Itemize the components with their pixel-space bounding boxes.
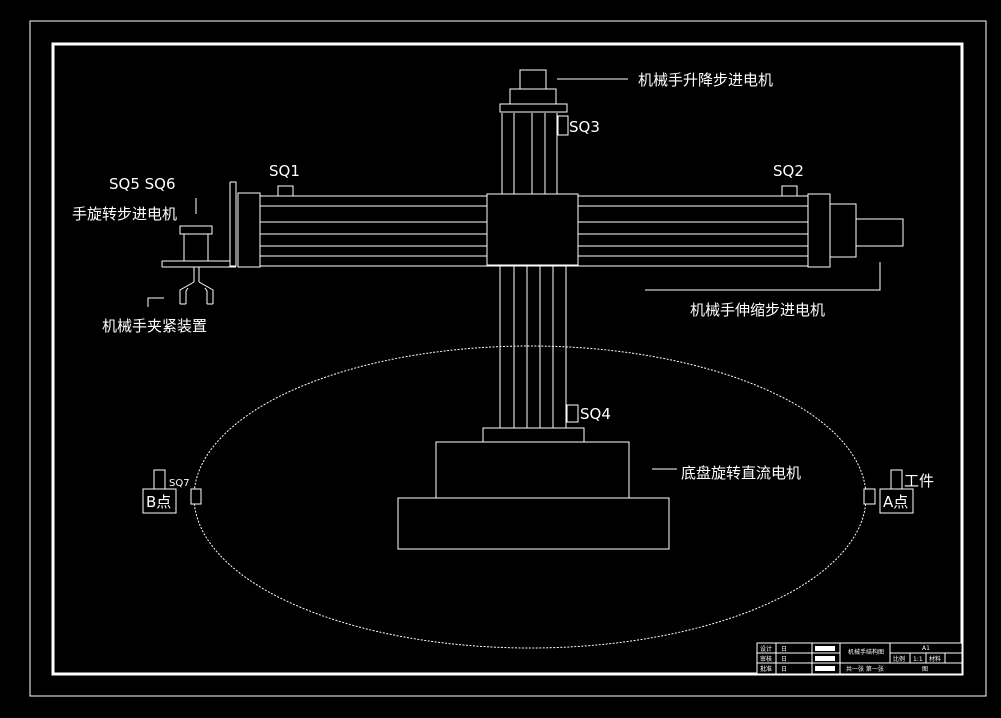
central-hub (486, 193, 579, 266)
tb-r1c2: 日 (781, 646, 787, 653)
vertical-column-upper (501, 113, 558, 194)
label-extend-motor: 机械手伸缩步进电机 (690, 301, 825, 319)
vertical-column-lower (499, 265, 567, 428)
point-b-marker (153, 469, 166, 490)
rotate-motor-cap (179, 225, 213, 235)
gripper-leader (147, 297, 164, 307)
label-sq7: SQ7 (169, 478, 190, 489)
sq1-switch (277, 185, 294, 197)
right-end-block (807, 193, 831, 268)
label-sq1: SQ1 (269, 162, 300, 180)
lift-motor-plate (499, 103, 568, 113)
point-a-box (879, 488, 914, 514)
tb-drawing-name: 机械手结构图 (848, 648, 884, 656)
tb-r3c1: 批准 (760, 665, 772, 673)
tb-r2c1: 审核 (760, 655, 772, 663)
tb-bottom: 图 (922, 666, 928, 673)
left-end-bracket (229, 181, 237, 267)
tb-scale: 1:1 (913, 656, 923, 663)
inner-border (51, 42, 964, 676)
sq4-switch (566, 404, 579, 423)
sq7-switch (190, 488, 202, 505)
tb-r2c2: 日 (781, 656, 787, 663)
label-base-motor: 底盘旋转直流电机 (681, 464, 801, 482)
gripper-claw (179, 267, 214, 305)
label-sq2: SQ2 (773, 162, 804, 180)
point-a-switch (863, 488, 876, 505)
tb-count: 共一张 第一张 (846, 665, 884, 673)
label-point-b: B点 (146, 493, 171, 511)
label-rotate-motor: 手旋转步进电机 (72, 205, 177, 223)
base-platform (397, 497, 670, 550)
column-flange (482, 427, 585, 443)
tb-r3c2: 日 (781, 666, 787, 673)
tb-r1c1: 设计 (760, 645, 772, 653)
workpiece-marker (890, 469, 903, 490)
outer-border (29, 20, 987, 697)
label-sq3: SQ3 (569, 118, 600, 136)
label-point-a: A点 (883, 493, 908, 511)
label-workpiece: 工件 (904, 472, 934, 490)
lift-motor (519, 69, 547, 90)
tb-material-label: 材料 (929, 655, 941, 663)
sq2-switch (781, 185, 798, 197)
label-sq5-sq6: SQ5 SQ6 (109, 175, 176, 193)
point-b-box (142, 488, 177, 514)
title-block: 设计 审核 批准 日 日 日 机械手结构图 A1 比例 1:1 材料 共一张 第… (756, 642, 963, 675)
sq3-switch (557, 115, 569, 136)
tb-scale-label: 比例 (893, 655, 905, 663)
label-sq4: SQ4 (580, 405, 611, 423)
extend-motor-shaft (855, 218, 904, 247)
lift-motor-mount (509, 88, 557, 105)
tb-size: A1 (922, 645, 930, 652)
left-end-block (237, 192, 261, 268)
label-gripper: 机械手夹紧装置 (102, 317, 207, 335)
extend-motor-leader (645, 262, 881, 291)
rotate-motor (183, 233, 209, 262)
base-motor-housing (435, 441, 630, 499)
extend-motor-body (829, 203, 857, 258)
label-lift-motor: 机械手升降步进电机 (638, 71, 773, 89)
